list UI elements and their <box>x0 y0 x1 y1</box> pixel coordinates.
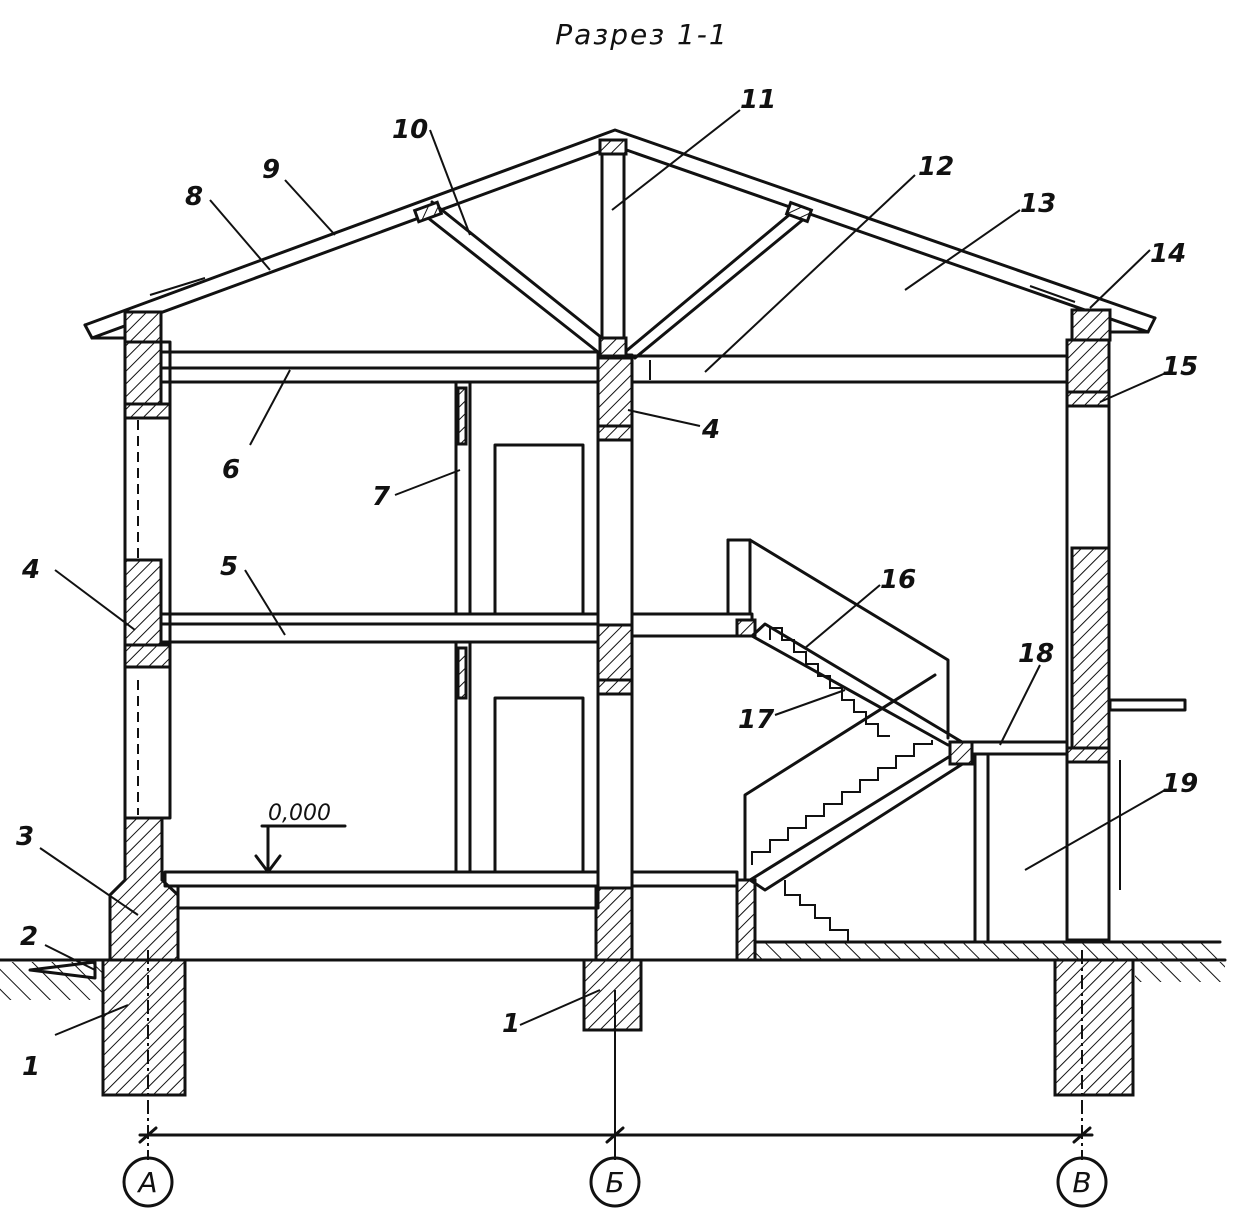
callout-4: 4 <box>21 555 40 585</box>
callout-17: 17 <box>738 705 775 735</box>
wall-b <box>596 353 634 890</box>
wall-v <box>1065 338 1187 942</box>
plinth-stair <box>735 878 757 962</box>
callout-9: 9 <box>262 155 280 185</box>
callout-18: 18 <box>1018 639 1054 669</box>
attic-floor <box>159 350 1069 384</box>
callout-10: 10 <box>392 115 428 145</box>
axes: А Б В <box>122 950 1108 1208</box>
callout-11: 11 <box>740 85 776 115</box>
roof <box>83 128 1157 360</box>
callout-5: 5 <box>220 552 238 582</box>
drawing-title: Разрез 1-1 <box>555 18 728 51</box>
callout-3: 3 <box>16 822 34 852</box>
callout-19: 19 <box>1162 769 1198 799</box>
plinth-a <box>108 816 180 962</box>
foundation-v <box>1053 958 1135 1097</box>
king-post <box>600 148 626 357</box>
callout-labels: 1 1 2 3 4 4 5 6 7 8 9 10 11 12 13 14 15 … <box>16 85 1198 1082</box>
callout-14: 14 <box>1150 239 1186 269</box>
callout-2: 2 <box>20 922 38 952</box>
stair <box>726 538 1069 944</box>
callout-1: 1 <box>22 1052 40 1082</box>
callout-4-middle: 4 <box>701 415 720 445</box>
level-mark: 0,000 <box>254 801 347 874</box>
callout-6: 6 <box>222 455 240 485</box>
callout-12: 12 <box>918 152 954 182</box>
level-mark-text: 0,000 <box>268 801 331 826</box>
foundation-a <box>101 958 187 1097</box>
door-upper <box>493 443 585 616</box>
wall-a <box>123 340 172 820</box>
plinth-b <box>594 886 634 962</box>
axis-b-label: Б <box>605 1166 624 1199</box>
axis-a-label: А <box>136 1166 157 1199</box>
callout-7: 7 <box>372 482 391 512</box>
callout-16: 16 <box>880 565 916 595</box>
leaders <box>39 109 1169 1036</box>
callout-13: 13 <box>1020 189 1056 219</box>
callout-1-middle: 1 <box>502 1009 520 1039</box>
door-lower <box>493 696 585 874</box>
ground-floor <box>163 870 739 910</box>
axis-v-label: В <box>1072 1166 1091 1199</box>
interfloor-slab <box>159 612 757 644</box>
foundation-b <box>582 958 643 1032</box>
callout-15: 15 <box>1162 352 1198 382</box>
partition <box>454 380 600 874</box>
callout-8: 8 <box>185 182 203 212</box>
